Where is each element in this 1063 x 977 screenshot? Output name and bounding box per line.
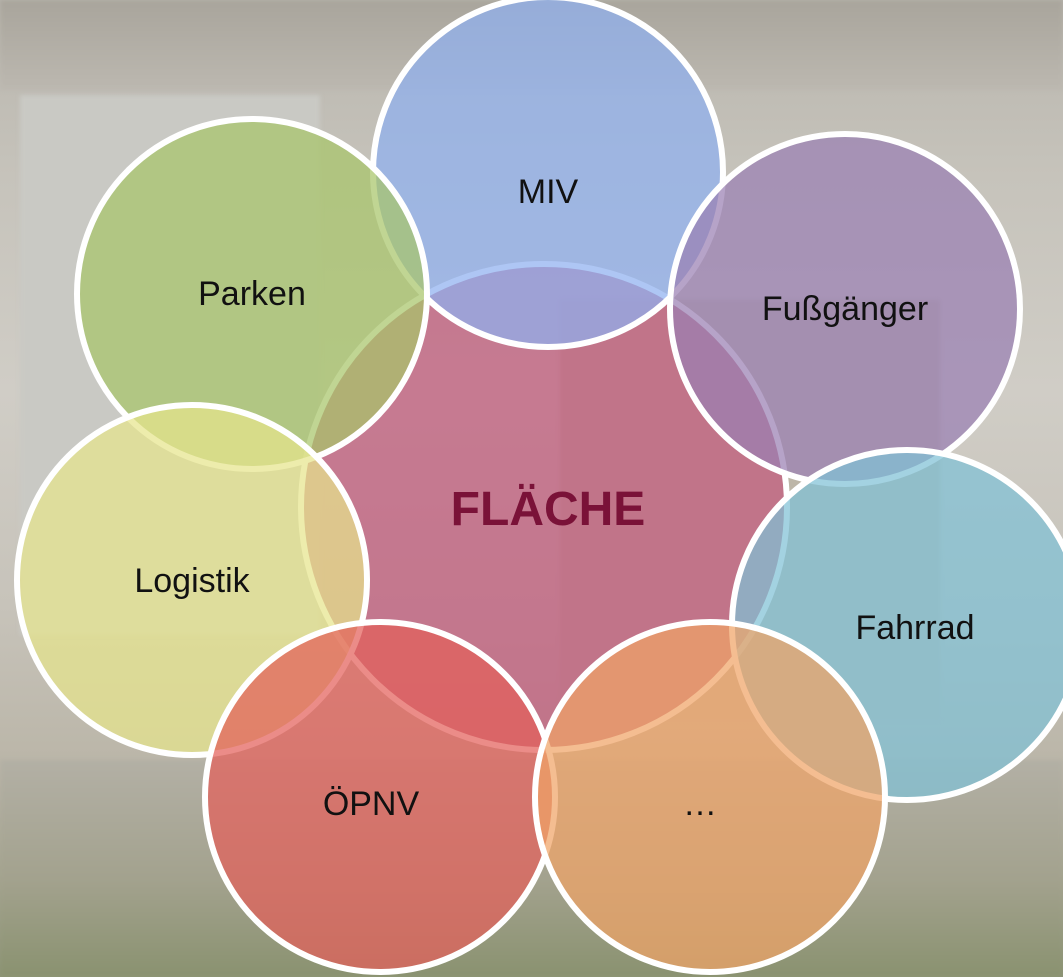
node-label-fussgaenger: Fußgänger [762,290,928,328]
node-label-ellipsis: … [683,785,717,823]
node-circle-ellipsis [532,619,888,975]
node-label-logistik: Logistik [134,562,250,600]
node-label-oepnv: ÖPNV [323,785,420,823]
node-label-parken: Parken [198,275,306,313]
node-label-fahrrad: Fahrrad [855,609,974,647]
node-label-miv: MIV [518,173,579,211]
center-label: FLÄCHE [451,483,646,536]
